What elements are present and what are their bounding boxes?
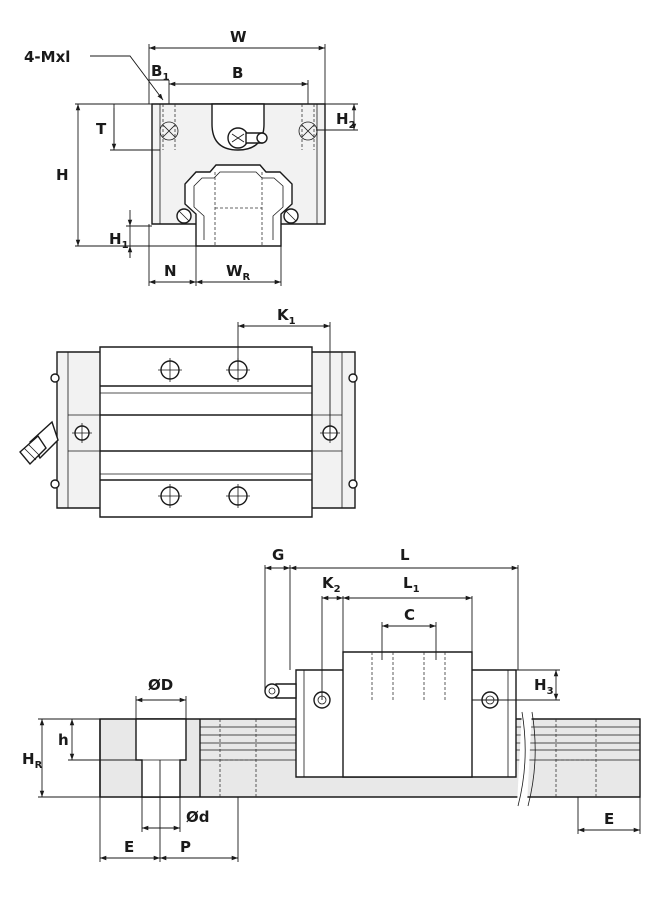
label-h2: H2 (336, 110, 356, 131)
front-view (151, 103, 326, 247)
label-c: C (404, 606, 415, 624)
top-view (19, 346, 358, 518)
label-od: ØD (148, 676, 173, 694)
label-l1: L1 (403, 574, 420, 595)
side-view (99, 651, 641, 807)
label-t: T (96, 120, 107, 138)
label-k2: K2 (322, 574, 341, 595)
label-h3: H3 (534, 676, 554, 697)
label-hr: HR (22, 750, 43, 771)
label-h1: H1 (109, 230, 129, 251)
label-h: H (56, 166, 69, 184)
label-4-mxl: 4-Mxl (24, 48, 70, 66)
label-n: N (164, 262, 177, 280)
front-rail-profile (184, 164, 293, 247)
label-e-right: E (604, 810, 614, 828)
label-l: L (400, 546, 410, 564)
label-wr: WR (226, 262, 251, 283)
label-h-small: h (58, 731, 69, 749)
label-e-left: E (124, 838, 134, 856)
label-b1: B1 (151, 62, 169, 83)
label-g: G (272, 546, 284, 564)
label-w: W (230, 28, 247, 46)
dimension-lines (38, 44, 641, 862)
label-b: B (232, 64, 243, 82)
label-k1: K1 (277, 306, 296, 327)
label-d-small: Ød (186, 808, 210, 826)
label-p: P (180, 838, 191, 856)
dimension-labels: 4-Mxl W B1 B T H H1 H2 N WR K1 G L K2 L1… (22, 28, 614, 856)
